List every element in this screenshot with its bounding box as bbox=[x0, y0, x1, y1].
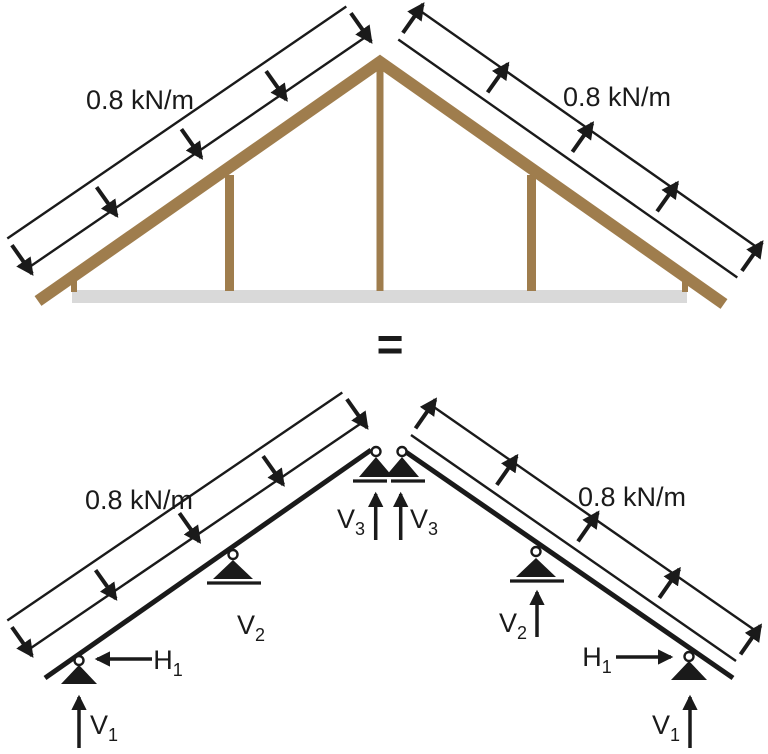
load-arrow bbox=[94, 185, 119, 218]
reaction-label-v1-left: V1 bbox=[90, 710, 118, 745]
load-arrow bbox=[570, 121, 595, 154]
load-arrow bbox=[576, 510, 600, 543]
reaction-label-h1-right: H1 bbox=[582, 642, 612, 677]
pin-support-right-eave bbox=[671, 650, 707, 680]
load-arrow bbox=[179, 127, 204, 160]
load-arrow bbox=[345, 397, 369, 430]
truss-illustration: 0.8 kN/m 0.8 kN/m bbox=[6, 2, 764, 309]
load-arrow bbox=[413, 397, 438, 430]
pin-circle bbox=[227, 548, 239, 561]
support-triangle bbox=[61, 665, 97, 684]
reaction-label-v3-right: V3 bbox=[410, 504, 438, 539]
reaction-label-v1-right: V1 bbox=[652, 710, 680, 745]
fbd-left-rafter: 0.8 kN/m V1 H1 V2 V3 bbox=[6, 391, 393, 748]
band-edge-inner bbox=[410, 434, 737, 662]
load-arrow bbox=[485, 61, 510, 94]
roller-support-right-mid bbox=[510, 545, 564, 583]
load-arrow bbox=[495, 453, 519, 487]
band-edge-inner bbox=[397, 38, 738, 279]
support-triangle bbox=[213, 560, 253, 579]
load-arrow bbox=[177, 511, 202, 544]
roller-support-right-apex bbox=[385, 445, 425, 483]
load-arrow bbox=[655, 180, 679, 213]
equals-sign: = bbox=[377, 318, 404, 370]
band-edge-outer bbox=[6, 391, 343, 622]
pin-circle bbox=[370, 445, 382, 458]
right-post bbox=[527, 175, 536, 291]
load-arrow bbox=[740, 240, 764, 273]
pin-circle bbox=[530, 545, 542, 558]
left-post bbox=[225, 175, 234, 291]
reaction-label-v3-left: V3 bbox=[337, 504, 365, 539]
pin-circle bbox=[396, 445, 408, 458]
roller-support-left-apex bbox=[353, 445, 393, 483]
support-triangle bbox=[671, 661, 707, 680]
right-heel-stub bbox=[682, 280, 688, 292]
ceiling-chord bbox=[72, 290, 687, 303]
king-post bbox=[376, 66, 384, 291]
reaction-label-v2-right: V2 bbox=[499, 608, 527, 643]
pin-support-left-eave bbox=[61, 654, 97, 684]
fbd-right-rafter: 0.8 kN/m V3 V2 H1 V1 bbox=[385, 397, 763, 748]
band-edge-outer bbox=[6, 5, 347, 240]
support-triangle bbox=[516, 558, 556, 577]
load-arrow bbox=[10, 243, 34, 276]
pin-circle bbox=[683, 650, 695, 663]
reaction-label-h1-left: H1 bbox=[153, 645, 183, 680]
roller-support-left-mid bbox=[207, 548, 261, 585]
load-arrow bbox=[349, 11, 373, 44]
load-label-top-right: 0.8 kN/m bbox=[563, 82, 671, 112]
load-arrow bbox=[657, 566, 681, 600]
pin-circle bbox=[73, 654, 85, 667]
left-beam bbox=[43, 447, 373, 681]
right-beam bbox=[401, 447, 735, 681]
support-triangle bbox=[359, 457, 393, 477]
left-heel-stub bbox=[71, 281, 77, 292]
load-band-top-right bbox=[397, 2, 764, 279]
load-label-bottom-right: 0.8 kN/m bbox=[578, 482, 686, 512]
load-arrow bbox=[401, 2, 425, 35]
load-band-bottom-right bbox=[410, 397, 763, 662]
load-arrow bbox=[10, 625, 34, 658]
reaction-label-v2-left: V2 bbox=[237, 610, 265, 645]
load-band-bottom-left bbox=[6, 391, 369, 658]
load-label-top-left: 0.8 kN/m bbox=[86, 85, 194, 115]
load-arrow bbox=[261, 454, 285, 487]
load-arrow bbox=[93, 568, 118, 601]
support-triangle bbox=[385, 457, 419, 477]
load-arrow bbox=[738, 623, 763, 656]
load-arrow bbox=[264, 69, 288, 102]
load-label-bottom-left: 0.8 kN/m bbox=[85, 485, 193, 515]
rafters bbox=[34, 54, 728, 309]
load-band-top-left bbox=[6, 5, 373, 276]
